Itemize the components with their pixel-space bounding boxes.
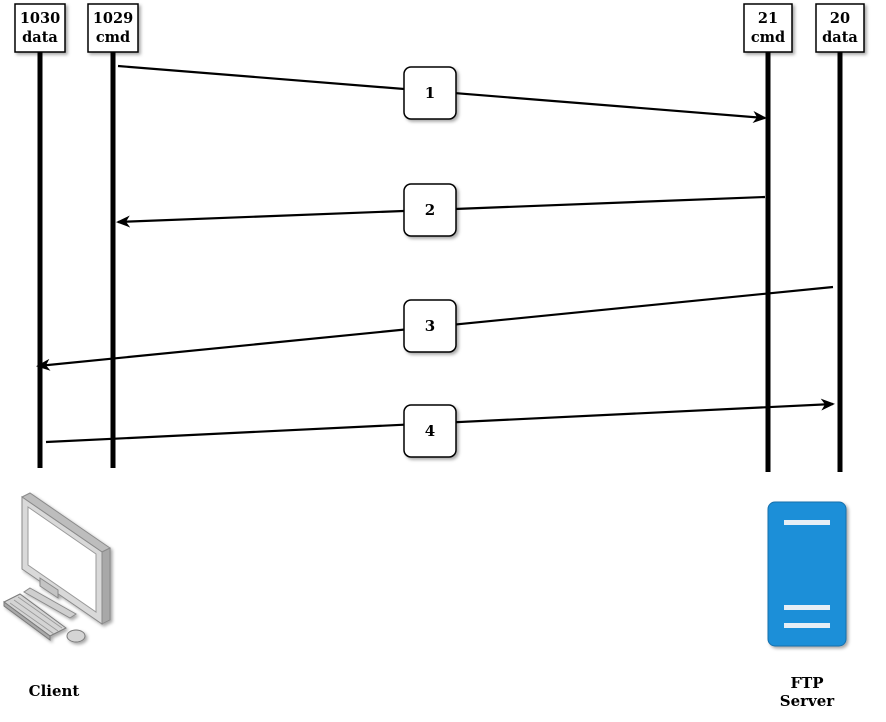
port-box-server-data: 20 data: [815, 3, 865, 53]
port-number: 20: [830, 10, 850, 27]
port-box-server-cmd: 21 cmd: [743, 3, 793, 53]
step-box-2: 2: [403, 183, 457, 237]
port-number: 1029: [93, 10, 133, 27]
step-box-3: 3: [403, 299, 457, 353]
client-label: Client: [29, 682, 80, 700]
step-number: 4: [425, 422, 435, 440]
port-number: 21: [758, 10, 778, 27]
port-kind: cmd: [751, 29, 785, 46]
port-kind: data: [22, 29, 58, 46]
desktop-computer-icon: [3, 492, 111, 643]
port-box-client-data: 1030 data: [14, 3, 66, 53]
port-box-client-cmd: 1029 cmd: [87, 3, 139, 53]
step-number: 1: [425, 84, 435, 102]
port-kind: data: [822, 29, 858, 46]
server-label-line1: FTP: [790, 674, 823, 692]
step-box-4: 4: [403, 404, 457, 458]
step-number: 3: [425, 317, 435, 335]
server-label-line2: Server: [780, 692, 836, 710]
server-tower-icon: [767, 501, 847, 647]
step-box-1: 1: [403, 66, 457, 120]
step-number: 2: [425, 201, 435, 219]
port-number: 1030: [20, 10, 60, 27]
port-kind: cmd: [96, 29, 130, 46]
